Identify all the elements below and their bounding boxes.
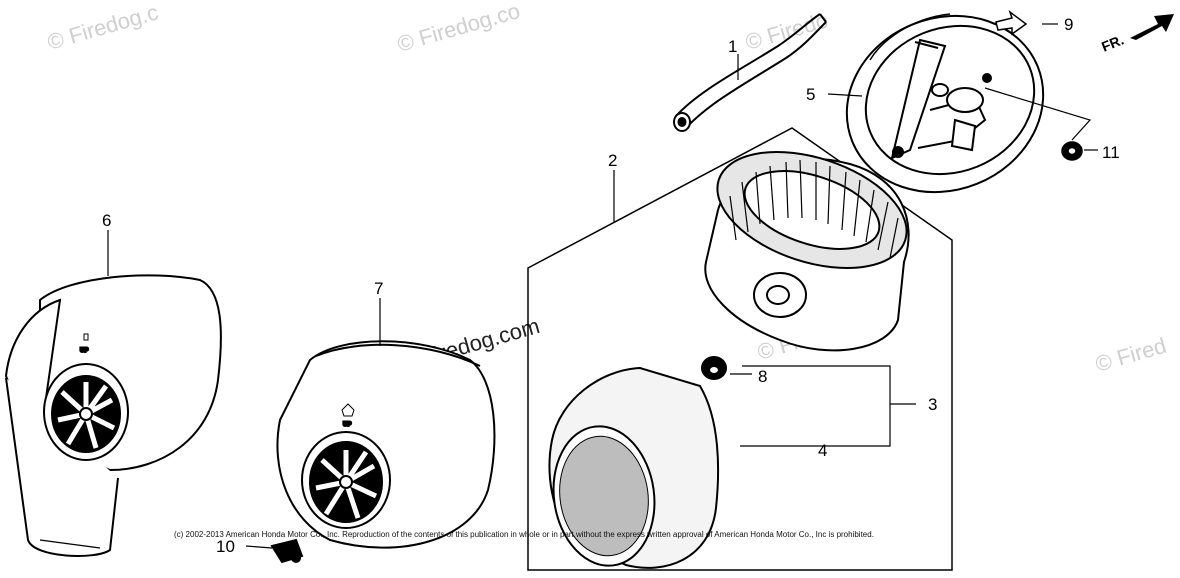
up-mark-7: UP [343, 422, 351, 428]
front-direction-arrow: FR. [1099, 14, 1174, 55]
callout-7: 7 [374, 279, 383, 298]
part-11-nut [1061, 141, 1083, 161]
callout-11: 11 [1102, 143, 1120, 162]
part-5-cleaner-case [845, 13, 1045, 194]
part-6-outer-cover: UP [4, 274, 222, 557]
callout-6: 6 [102, 211, 111, 230]
part-9-indicator [995, 9, 1028, 36]
up-mark-6: UP [80, 348, 88, 354]
part-1-tube [673, 13, 827, 132]
callout-3: 3 [928, 395, 937, 414]
cover-6-vanes [57, 382, 116, 449]
callout-8: 8 [758, 367, 767, 386]
leader-lines [107, 23, 1098, 549]
part-10-clip [270, 538, 304, 564]
callout-9: 9 [1064, 15, 1073, 34]
part-2-assembly-bracket [527, 127, 953, 571]
filter-pleats [729, 159, 899, 259]
filter-element [704, 151, 910, 352]
callout-10: 10 [216, 537, 235, 556]
cover-7-vanes [315, 450, 378, 519]
watermark-top-left: © Firedog.c [44, 0, 161, 55]
callout-5: 5 [806, 85, 815, 104]
callout-1: 1 [728, 37, 737, 56]
part-7-cover: UP [276, 340, 496, 549]
callout-2: 2 [608, 151, 617, 170]
part-8-grommet [701, 356, 727, 380]
part-4-foam-element [548, 366, 720, 569]
front-label: FR. [1099, 31, 1126, 54]
watermark-top-center: © Firedog.co [394, 0, 522, 57]
callout-numbers: 1 2 3 4 5 6 7 8 9 10 11 [102, 15, 1120, 556]
copyright-notice: (c) 2002-2013 American Honda Motor Co., … [174, 530, 874, 539]
watermark-right: © Fired [1092, 333, 1169, 377]
callout-4: 4 [818, 441, 827, 460]
